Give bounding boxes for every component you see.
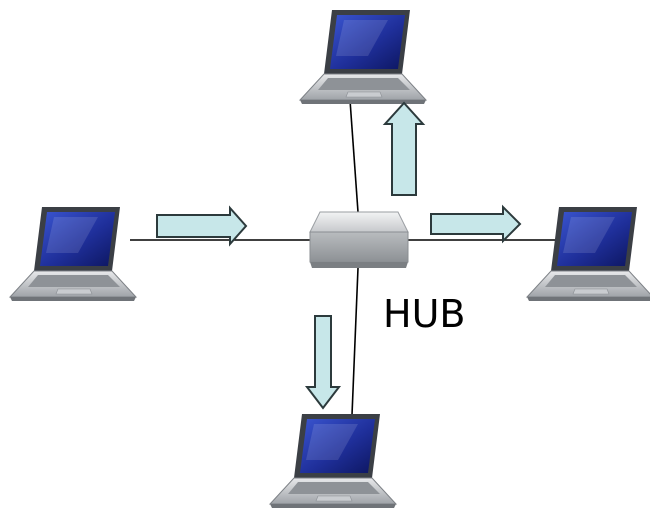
arrow-left-to-hub (156, 205, 248, 247)
network-hub-icon (309, 211, 409, 268)
arrow-hub-to-top (382, 101, 426, 196)
cables (130, 99, 565, 416)
laptop-icon (269, 413, 397, 509)
laptop-right (526, 206, 650, 302)
laptop-icon (526, 206, 650, 302)
cable-bottom (351, 267, 359, 416)
laptop-bottom (269, 413, 397, 509)
cable-top (349, 99, 359, 213)
laptop-top (299, 9, 427, 105)
laptop-icon (299, 9, 427, 105)
arrow-hub-to-bottom (304, 315, 342, 410)
arrows (156, 101, 522, 410)
hub-label: HUB (383, 292, 466, 336)
laptop-icon (9, 206, 137, 302)
arrow-hub-to-right (430, 204, 522, 244)
laptop-left (9, 206, 137, 302)
